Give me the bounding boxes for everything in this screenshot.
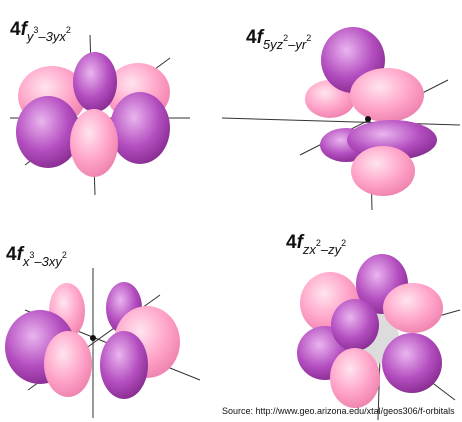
label-subscript: x3–3xy2 bbox=[22, 249, 67, 269]
label-subscript: zx2–zy2 bbox=[302, 237, 347, 257]
orbital-label-f5yz2: 4f5yz2–yr2 bbox=[246, 27, 311, 51]
label-letter: f bbox=[20, 19, 27, 40]
lobe-purple bbox=[73, 52, 117, 112]
orbital-fx3 bbox=[5, 268, 201, 418]
axis-line bbox=[221, 117, 461, 126]
orbital-label-fy3: 4fy3–3yx2 bbox=[10, 19, 71, 43]
orbital-fzx2 bbox=[297, 254, 461, 421]
label-letter: f bbox=[256, 27, 263, 48]
orbital-label-fx3: 4fx3–3xy2 bbox=[6, 244, 67, 268]
source-caption: Source: http://www.geo.arizona.edu/xtal/… bbox=[222, 406, 455, 416]
orbital-label-fzx2: 4fzx2–zy2 bbox=[286, 232, 346, 256]
lobe-pink bbox=[383, 283, 443, 333]
orbital-f5yz2 bbox=[221, 27, 461, 211]
label-letter: f bbox=[296, 232, 303, 253]
lobe-purple bbox=[100, 331, 148, 399]
nucleus-dot bbox=[90, 335, 96, 341]
label-prefix: 4 bbox=[246, 27, 257, 48]
lobe-pink bbox=[350, 68, 424, 122]
lobe-purple bbox=[382, 333, 442, 393]
lobe-purple bbox=[331, 299, 379, 351]
label-prefix: 4 bbox=[286, 232, 297, 253]
label-prefix: 4 bbox=[6, 244, 17, 265]
lobe-pink bbox=[351, 146, 415, 196]
lobe-pink bbox=[44, 331, 92, 397]
label-prefix: 4 bbox=[10, 19, 21, 40]
lobe-pink bbox=[70, 109, 118, 177]
label-subscript: y3–3yx2 bbox=[26, 24, 71, 44]
orbital-fy3 bbox=[10, 34, 190, 196]
label-letter: f bbox=[16, 244, 23, 265]
label-subscript: 5yz2–yr2 bbox=[262, 32, 312, 52]
nucleus-dot bbox=[365, 116, 371, 122]
lobe-purple bbox=[110, 92, 170, 164]
lobe-purple bbox=[16, 96, 80, 168]
lobe-pink bbox=[330, 348, 380, 408]
